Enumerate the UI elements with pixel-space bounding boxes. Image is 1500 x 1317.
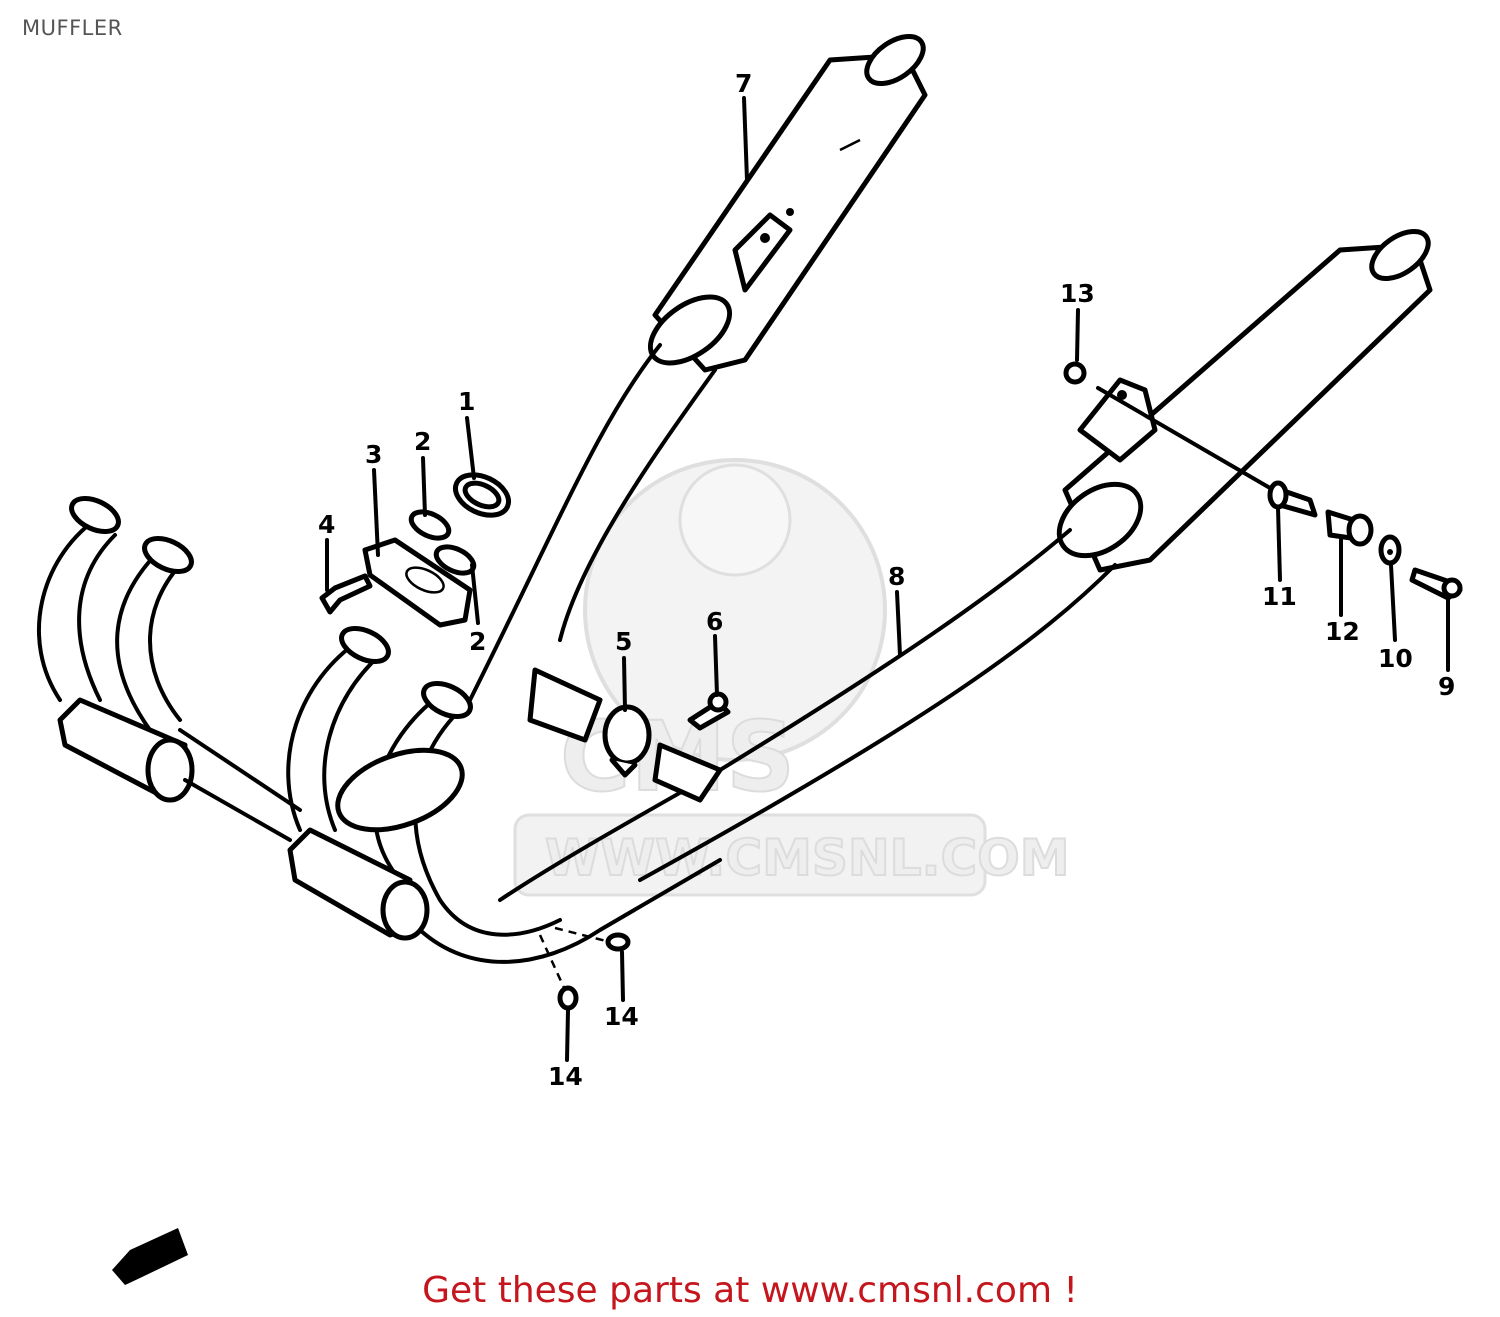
callout-2-lower: 2 [469, 627, 486, 656]
muffler-lower [1056, 228, 1433, 573]
front-direction-arrow-icon [112, 1228, 188, 1285]
callout-14-left: 14 [548, 1062, 583, 1091]
gaskets [362, 472, 511, 628]
callout-2-upper: 2 [414, 427, 431, 456]
callout-8: 8 [888, 562, 905, 591]
callout-7: 7 [735, 69, 752, 98]
callout-5: 5 [615, 627, 632, 656]
callout-6: 6 [706, 607, 723, 636]
pipe-upper [468, 343, 717, 702]
cms-watermark: CMS WWW.CMSNL.COM [513, 458, 1071, 897]
callout-14-right: 14 [604, 1002, 639, 1031]
callout-11: 11 [1262, 582, 1297, 611]
page-title: MUFFLER [22, 16, 123, 40]
callout-1: 1 [458, 387, 475, 416]
watermark-url: WWW.CMSNL.COM [545, 829, 1070, 887]
callout-4: 4 [318, 510, 335, 539]
exhaust-headers [37, 495, 722, 964]
callout-13: 13 [1060, 279, 1095, 308]
leader-lines [325, 96, 1450, 1062]
callout-12: 12 [1325, 617, 1360, 646]
watermark-brand: CMS [560, 701, 795, 813]
bolts [319, 567, 1463, 731]
clamp-assembly [527, 667, 723, 803]
callout-10: 10 [1378, 644, 1413, 673]
callout-labels: 1 2 3 4 2 5 6 7 8 9 10 11 12 13 14 14 [318, 69, 1455, 1091]
small-hardware [557, 361, 1402, 1011]
callout-3: 3 [365, 440, 382, 469]
muffler-upper [647, 33, 928, 373]
footer-parts-link[interactable]: Get these parts at www.cmsnl.com ! [422, 1270, 1078, 1311]
callout-9: 9 [1438, 672, 1455, 701]
